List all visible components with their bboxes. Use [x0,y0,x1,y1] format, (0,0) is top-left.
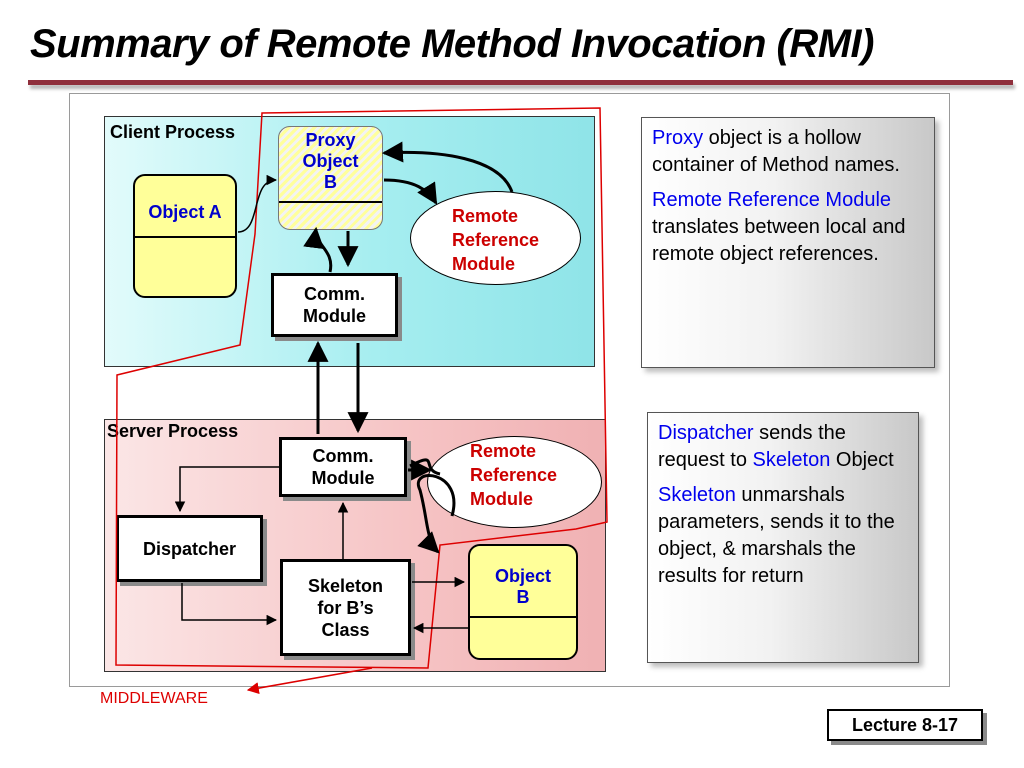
client-process-label: Client Process [110,122,236,142]
proxy-note-text-1: object is a hollow container of Method n… [652,127,900,176]
title-underline [28,80,1013,85]
dispatcher-box: Dispatcher [116,515,263,582]
proxy-object-b: Proxy Object B [278,126,383,230]
skeleton-term-2: Skeleton [658,484,736,506]
skeleton-term-1: Skeleton [752,449,831,471]
client-remote-reference-label: Remote Reference Module [452,206,540,274]
middleware-boundary [115,107,608,669]
object-a: Object A [133,174,237,298]
server-process-label: Server Process [107,421,239,441]
server-remote-reference-label: Remote Reference Module [470,441,558,509]
server-comm-module: Comm. Module [279,437,407,497]
rrm-to-proxy-arrow [381,141,514,193]
proxy-note: Proxy object is a hollow container of Me… [641,117,935,368]
comm-to-dispatcher-arrow [174,466,279,513]
proxy-object-label: Proxy Object B [302,130,359,192]
proxy-term: Proxy [652,127,704,149]
proxy-note-paragraph-1: Proxy object is a hollow container of Me… [652,125,924,179]
dispatcher-note-paragraph-1: Dispatcher sends the request to Skeleton… [658,420,908,474]
proxy-note-paragraph-2: Remote Reference Module translates betwe… [652,187,924,268]
dispatcher-note-text-1a: sends the request to [658,422,846,471]
remote-reference-term: Remote Reference Module [652,189,892,211]
skeleton-box: Skeleton for B’s Class [280,559,411,656]
proxy-note-text-2: translates between local and remote obje… [652,216,906,265]
lecture-number-badge: Lecture 8-17 [827,709,983,741]
dispatcher-note-text-1b: Object [830,449,894,471]
server-remote-reference-module [427,436,602,528]
slide-title: Summary of Remote Method Invocation (RMI… [30,22,875,66]
dispatcher-note-paragraph-2: Skeleton unmarshals parameters, sends it… [658,482,908,590]
object-a-label: Object A [148,202,222,222]
client-comm-module: Comm. Module [271,273,398,337]
middleware-pointer [246,667,373,695]
object-a-to-proxy-arrow [237,174,278,233]
client-remote-reference-module [410,191,581,285]
dispatcher-term: Dispatcher [658,422,754,444]
proxy-divider [279,201,382,203]
object-b-divider [470,616,576,618]
middleware-label: MIDDLEWARE [100,690,208,707]
proxy-to-rrm-arrow [383,178,438,205]
dispatcher-to-skeleton-arrow [181,583,278,626]
dispatcher-note: Dispatcher sends the request to Skeleton… [647,412,919,663]
comm-to-proxy-arrow [303,226,333,273]
server-comm-rrm-loop [409,458,454,552]
object-b: Object B [468,544,578,660]
dispatcher-note-text-2: unmarshals parameters, sends it to the o… [658,484,895,587]
object-a-divider [135,236,235,238]
object-b-label: Object B [494,566,551,607]
